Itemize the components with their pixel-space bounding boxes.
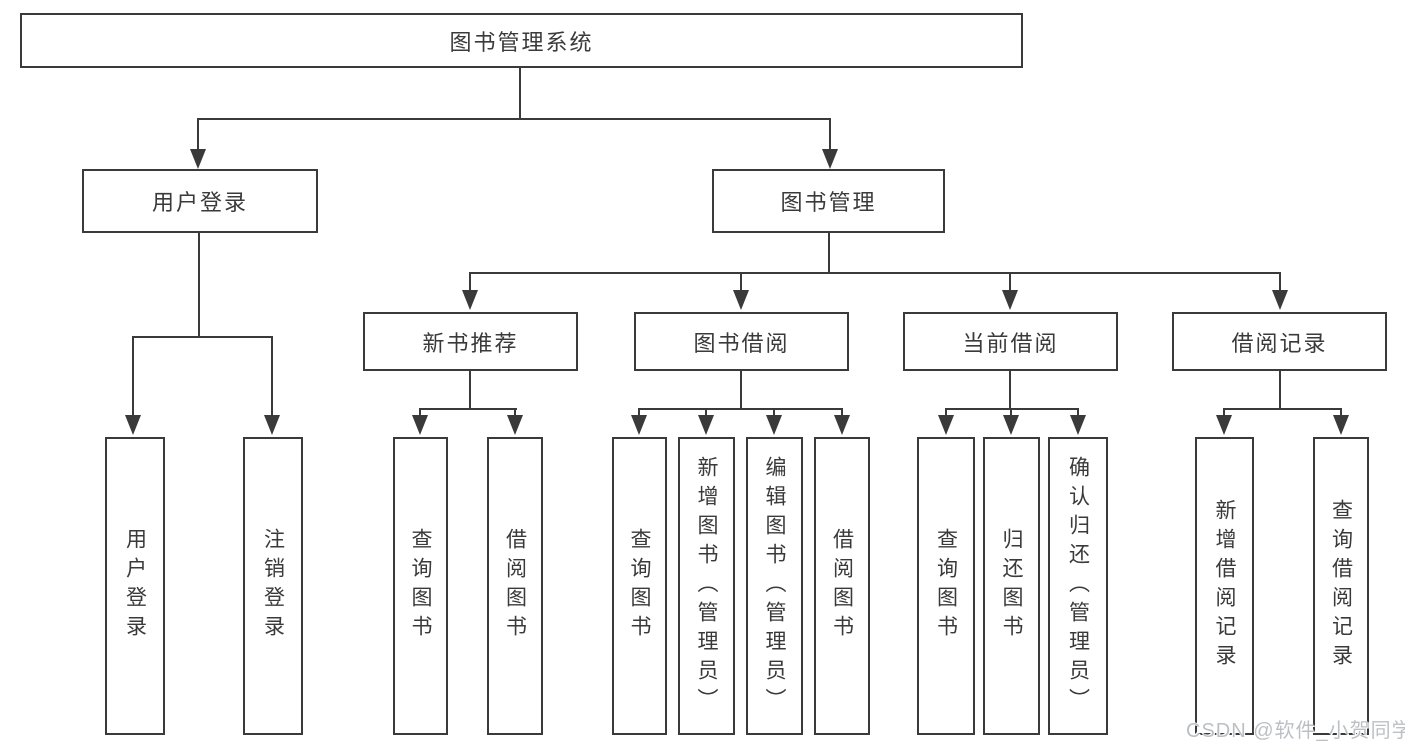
arrowhead-down-icon	[462, 290, 478, 310]
leaf-add-borrow-record-label: 新增借阅记录	[1213, 499, 1236, 673]
arrowhead-down-icon	[190, 149, 206, 169]
connector-line	[828, 233, 830, 274]
book-management-node: 图书管理	[712, 169, 945, 233]
book-management-node-label: 图书管理	[780, 190, 877, 215]
connector-line	[1223, 408, 1342, 410]
arrowhead-down-icon	[733, 290, 749, 310]
leaf-query-books-2: 查询图书	[612, 437, 667, 735]
user-login-node-label: 用户登录	[151, 190, 248, 215]
leaf-query-borrow-record-label: 查询借阅记录	[1329, 499, 1353, 673]
connector-line	[132, 336, 134, 416]
connector-line	[197, 118, 199, 151]
arrowhead-down-icon	[1002, 290, 1018, 310]
connector-line	[945, 408, 947, 417]
leaf-borrow-books-1-label: 借阅图书	[503, 528, 527, 644]
leaf-return-books: 归还图书	[983, 437, 1040, 735]
connector-line	[469, 272, 471, 292]
arrowhead-down-icon	[1333, 415, 1349, 435]
book-borrow-label: 图书借阅	[693, 330, 790, 356]
book-borrow-node: 图书借阅	[634, 312, 849, 371]
connector-line	[132, 336, 273, 338]
connector-line	[519, 68, 521, 120]
connector-line	[945, 408, 1079, 410]
borrow-records-label: 借阅记录	[1231, 330, 1328, 356]
arrowhead-down-icon	[125, 415, 141, 435]
connector-line	[740, 272, 742, 292]
leaf-edit-books-admin: 编辑图书（管理员）	[746, 437, 803, 735]
arrowhead-down-icon	[1216, 415, 1232, 435]
leaf-query-books-3-label: 查询图书	[934, 528, 958, 644]
connector-line	[271, 336, 273, 416]
leaf-add-borrow-record: 新增借阅记录	[1195, 437, 1254, 735]
root-node-label: 图书管理系统	[449, 29, 594, 55]
leaf-user-login: 用户登录	[105, 437, 165, 735]
leaf-add-books-admin-label: 新增图书（管理员）	[695, 455, 718, 717]
connector-line	[469, 272, 1281, 274]
arrowhead-down-icon	[834, 415, 850, 435]
connector-line	[841, 408, 843, 417]
connector-line	[1009, 272, 1011, 292]
connector-line	[1340, 408, 1342, 417]
user-login-node: 用户登录	[82, 169, 318, 233]
connector-line	[829, 118, 831, 151]
connector-line	[514, 408, 516, 417]
connector-line	[419, 408, 421, 417]
connector-line	[419, 408, 517, 410]
connector-line	[705, 408, 707, 417]
arrowhead-down-icon	[631, 415, 647, 435]
arrowhead-down-icon	[698, 415, 714, 435]
leaf-return-books-label: 归还图书	[1000, 528, 1023, 644]
csdn-watermark: CSDN @软件_小贺同学	[1186, 720, 1405, 742]
connector-line	[198, 233, 200, 338]
leaf-query-books-1: 查询图书	[393, 437, 448, 735]
leaf-borrow-books-1: 借阅图书	[487, 437, 543, 735]
leaf-logout-label: 注销登录	[261, 528, 285, 644]
connector-line	[1009, 371, 1011, 410]
connector-line	[740, 371, 742, 410]
arrowhead-down-icon	[1003, 415, 1019, 435]
leaf-query-borrow-record: 查询借阅记录	[1313, 437, 1369, 735]
leaf-confirm-return-admin-label: 确认归还（管理员）	[1066, 455, 1090, 717]
leaf-query-books-3: 查询图书	[917, 437, 975, 735]
arrowhead-down-icon	[766, 415, 782, 435]
arrowhead-down-icon	[507, 415, 523, 435]
current-borrow-node: 当前借阅	[903, 312, 1118, 371]
connector-line	[638, 408, 640, 417]
leaf-edit-books-admin-label: 编辑图书（管理员）	[763, 455, 786, 717]
leaf-add-books-admin: 新增图书（管理员）	[678, 437, 735, 735]
leaf-borrow-books-2-label: 借阅图书	[830, 528, 854, 644]
arrowhead-down-icon	[822, 149, 838, 169]
connector-line	[1279, 272, 1281, 292]
leaf-user-login-label: 用户登录	[123, 528, 147, 644]
new-book-recommend-node: 新书推荐	[363, 312, 578, 371]
connector-line	[197, 118, 831, 120]
arrowhead-down-icon	[1272, 290, 1288, 310]
leaf-borrow-books-2: 借阅图书	[814, 437, 870, 735]
arrowhead-down-icon	[412, 415, 428, 435]
leaf-confirm-return-admin: 确认归还（管理员）	[1048, 437, 1108, 735]
connector-line	[469, 371, 471, 410]
leaf-query-books-2-label: 查询图书	[628, 528, 651, 644]
arrowhead-down-icon	[938, 415, 954, 435]
connector-line	[1010, 408, 1012, 417]
connector-line	[1223, 408, 1225, 417]
connector-line	[638, 408, 843, 410]
leaf-query-books-1-label: 查询图书	[409, 528, 432, 644]
new-book-recommend-label: 新书推荐	[422, 330, 519, 356]
connector-line	[773, 408, 775, 417]
arrowhead-down-icon	[1070, 415, 1086, 435]
root-node: 图书管理系统	[20, 13, 1023, 68]
arrowhead-down-icon	[264, 415, 280, 435]
borrow-records-node: 借阅记录	[1172, 312, 1387, 371]
connector-line	[1279, 371, 1281, 410]
connector-line	[1077, 408, 1079, 417]
current-borrow-label: 当前借阅	[962, 330, 1059, 356]
leaf-logout: 注销登录	[243, 437, 303, 735]
